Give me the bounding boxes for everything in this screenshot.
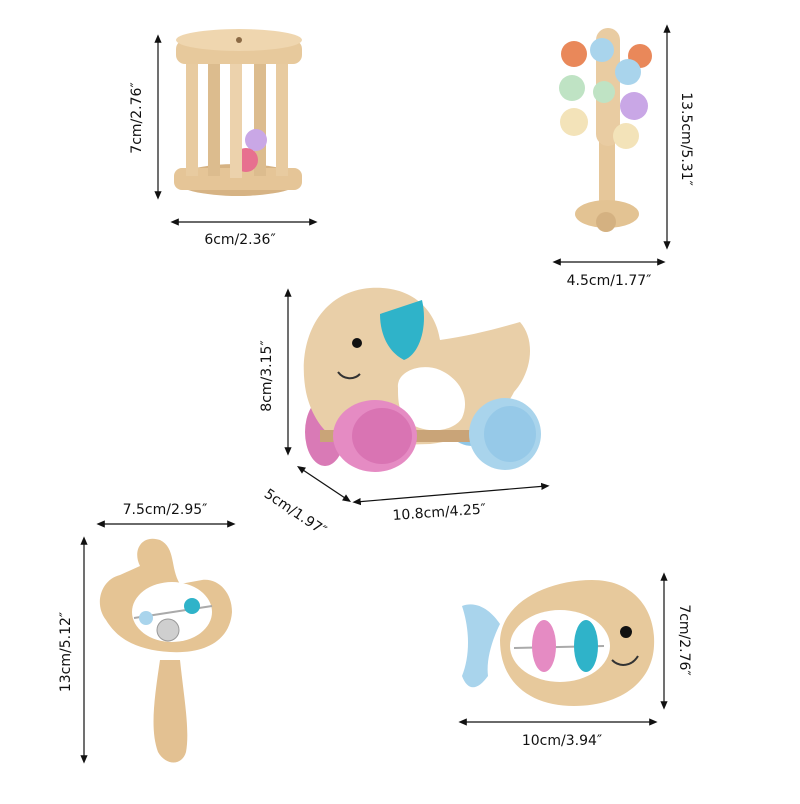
rabbit-width-label: 7.5cm/2.95″ (122, 502, 208, 518)
tree-rattle-toy (559, 28, 652, 232)
dimension-lines (80, 24, 671, 764)
fish-width-label: 10cm/3.94″ (521, 733, 603, 749)
rabbit-rattle-toy (99, 538, 232, 763)
cage-height-label: 7cm/2.76″ (129, 82, 145, 154)
fish-height-label: 7cm/2.76″ (676, 604, 692, 676)
tree-height-label: 13.5cm/5.31″ (678, 92, 694, 186)
rabbit-height-label: 13cm/5.12″ (58, 611, 74, 693)
fish-rattle-toy (462, 580, 655, 706)
duck-height-label: 8cm/3.15″ (259, 340, 275, 412)
duck-car-toy (303, 287, 541, 472)
cage-rattle-toy (174, 29, 302, 196)
tree-width-label: 4.5cm/1.77″ (566, 273, 652, 289)
cage-width-label: 6cm/2.36″ (204, 232, 276, 248)
